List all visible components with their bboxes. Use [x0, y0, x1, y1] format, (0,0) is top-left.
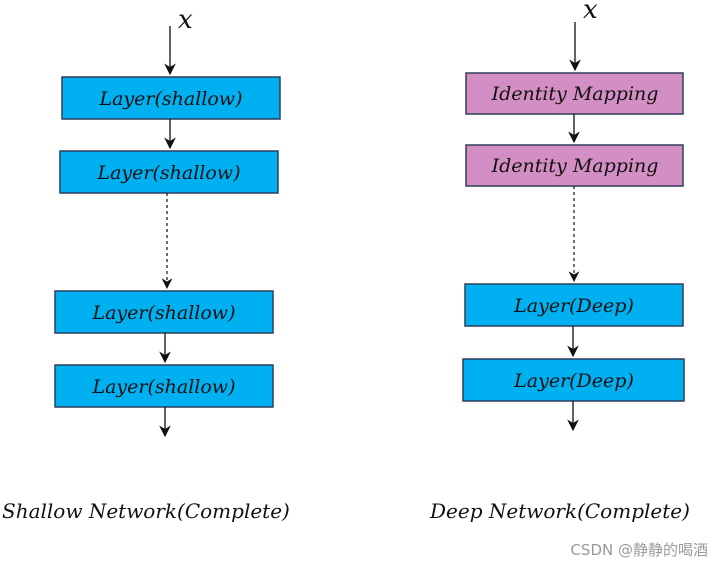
- deep-caption: Deep Network(Complete): [429, 499, 690, 523]
- shallow-layer-3: Layer(shallow): [54, 290, 274, 334]
- deep-layer-1-label: Layer(Deep): [513, 295, 634, 317]
- identity-mapping-2-label: Identity Mapping: [491, 155, 659, 177]
- shallow-layer-3-label: Layer(shallow): [91, 302, 235, 324]
- csdn-watermark: CSDN @静静的喝酒: [570, 541, 708, 559]
- deep-input-label: x: [583, 0, 598, 25]
- shallow-layer-1-label: Layer(shallow): [98, 88, 242, 110]
- shallow-layer-4-label: Layer(shallow): [91, 376, 235, 398]
- identity-mapping-1-label: Identity Mapping: [491, 83, 659, 105]
- deep-layer-2-label: Layer(Deep): [513, 370, 634, 392]
- shallow-input-label: x: [178, 5, 193, 35]
- deep-layer-2: Layer(Deep): [462, 358, 685, 402]
- shallow-layer-2: Layer(shallow): [59, 150, 279, 194]
- deep-layer-1: Layer(Deep): [464, 283, 684, 327]
- shallow-layer-1: Layer(shallow): [61, 76, 281, 120]
- identity-mapping-1: Identity Mapping: [465, 72, 684, 115]
- shallow-layer-2-label: Layer(shallow): [96, 162, 240, 184]
- identity-mapping-2: Identity Mapping: [465, 144, 684, 187]
- shallow-caption: Shallow Network(Complete): [2, 499, 290, 523]
- shallow-layer-4: Layer(shallow): [54, 364, 274, 408]
